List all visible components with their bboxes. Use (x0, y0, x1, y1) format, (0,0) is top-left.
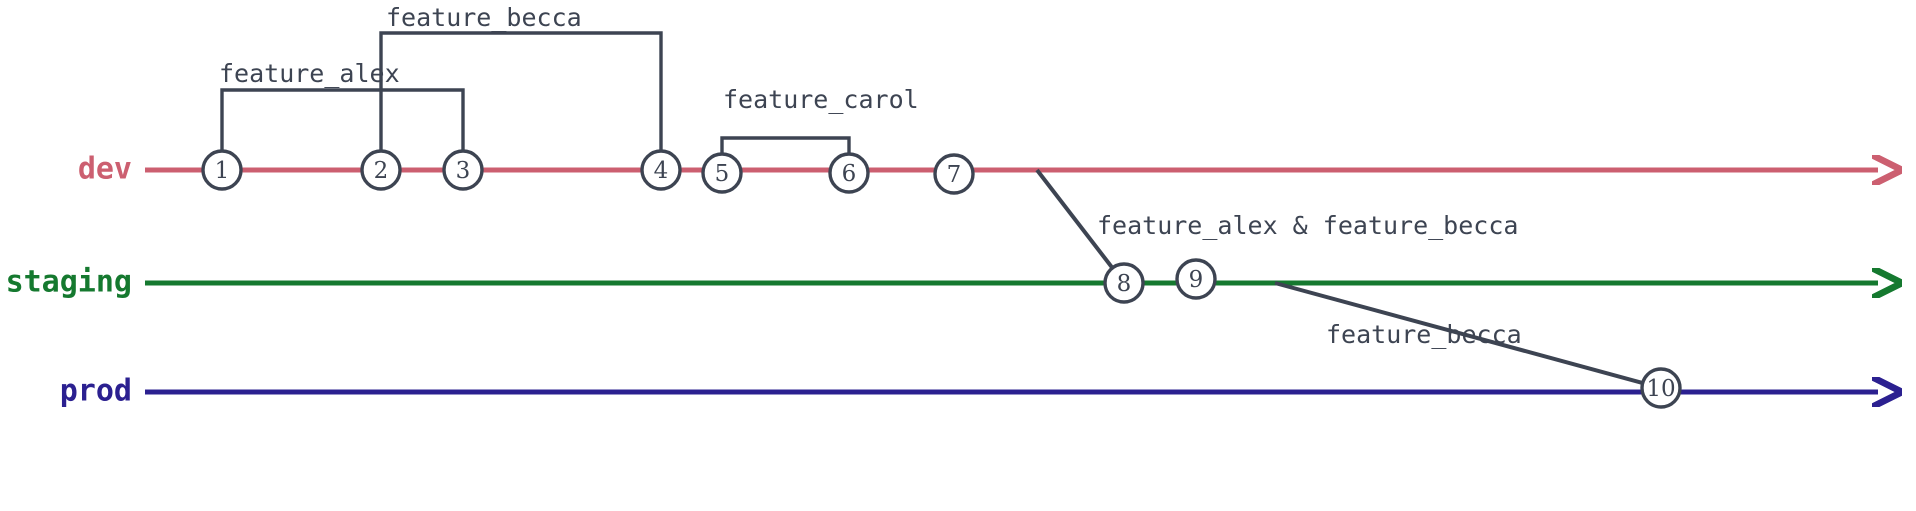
branch-label-dev: dev (78, 152, 132, 187)
commit-number-4: 4 (654, 158, 669, 184)
commit-node-7[interactable]: 7 (933, 153, 975, 195)
commit-circle-8[interactable] (1103, 262, 1145, 304)
commit-node-6[interactable]: 6 (828, 152, 870, 194)
commit-node-9[interactable]: 9 (1175, 258, 1217, 300)
commit-nodes-layer: 1 2 3 4 5 6 7 8 9 10 (201, 149, 1682, 409)
bracket-feature_carol (720, 136, 851, 154)
commit-circle-7[interactable] (933, 153, 975, 195)
commit-circle-1[interactable] (201, 149, 243, 191)
commit-circle-4[interactable] (640, 149, 682, 191)
commit-number-2: 2 (374, 158, 389, 184)
commit-node-5[interactable]: 5 (701, 152, 743, 194)
branch-label-prod: prod (60, 374, 132, 409)
branch-lines-layer (145, 170, 1878, 392)
feature-label-feature_alex: feature_alex (219, 59, 400, 88)
branch-label-staging: staging (6, 265, 132, 300)
bracket-feature_alex (220, 88, 465, 151)
commit-circle-9[interactable] (1175, 258, 1217, 300)
commit-number-8: 8 (1117, 271, 1132, 297)
merge-labels-layer: feature_alex & feature_becca feature_bec… (1097, 211, 1522, 349)
feature-brackets-layer (220, 31, 851, 154)
commit-circle-10[interactable] (1640, 367, 1682, 409)
commit-number-7: 7 (947, 162, 962, 188)
commit-node-1[interactable]: 1 (201, 149, 243, 191)
commit-number-1: 1 (215, 158, 230, 184)
commit-node-2[interactable]: 2 (360, 149, 402, 191)
commit-node-3[interactable]: 3 (442, 149, 484, 191)
bracket-feature_becca (379, 31, 663, 151)
merge-lines-layer (1035, 168, 1662, 390)
commit-circle-6[interactable] (828, 152, 870, 194)
commit-node-4[interactable]: 4 (640, 149, 682, 191)
commit-number-5: 5 (715, 161, 730, 187)
commit-circle-3[interactable] (442, 149, 484, 191)
feature-label-feature_becca: feature_becca (386, 3, 582, 32)
merge-line-dev-to-staging (1035, 168, 1126, 285)
commit-circle-2[interactable] (360, 149, 402, 191)
merge-label-dev-to-staging: feature_alex & feature_becca (1097, 211, 1518, 240)
commit-number-6: 6 (842, 161, 857, 187)
feature-labels-layer: feature_alex feature_becca feature_carol (219, 3, 919, 114)
commit-node-10[interactable]: 10 (1640, 367, 1682, 409)
merge-label-staging-to-prod: feature_becca (1326, 320, 1522, 349)
branch-labels-layer: dev staging prod (6, 152, 132, 409)
commit-number-9: 9 (1189, 267, 1204, 293)
feature-label-feature_carol: feature_carol (723, 85, 919, 114)
commit-number-10: 10 (1646, 376, 1675, 402)
commit-circle-5[interactable] (701, 152, 743, 194)
commit-number-3: 3 (456, 158, 471, 184)
merge-line-staging-to-prod (1274, 281, 1662, 390)
commit-node-8[interactable]: 8 (1103, 262, 1145, 304)
